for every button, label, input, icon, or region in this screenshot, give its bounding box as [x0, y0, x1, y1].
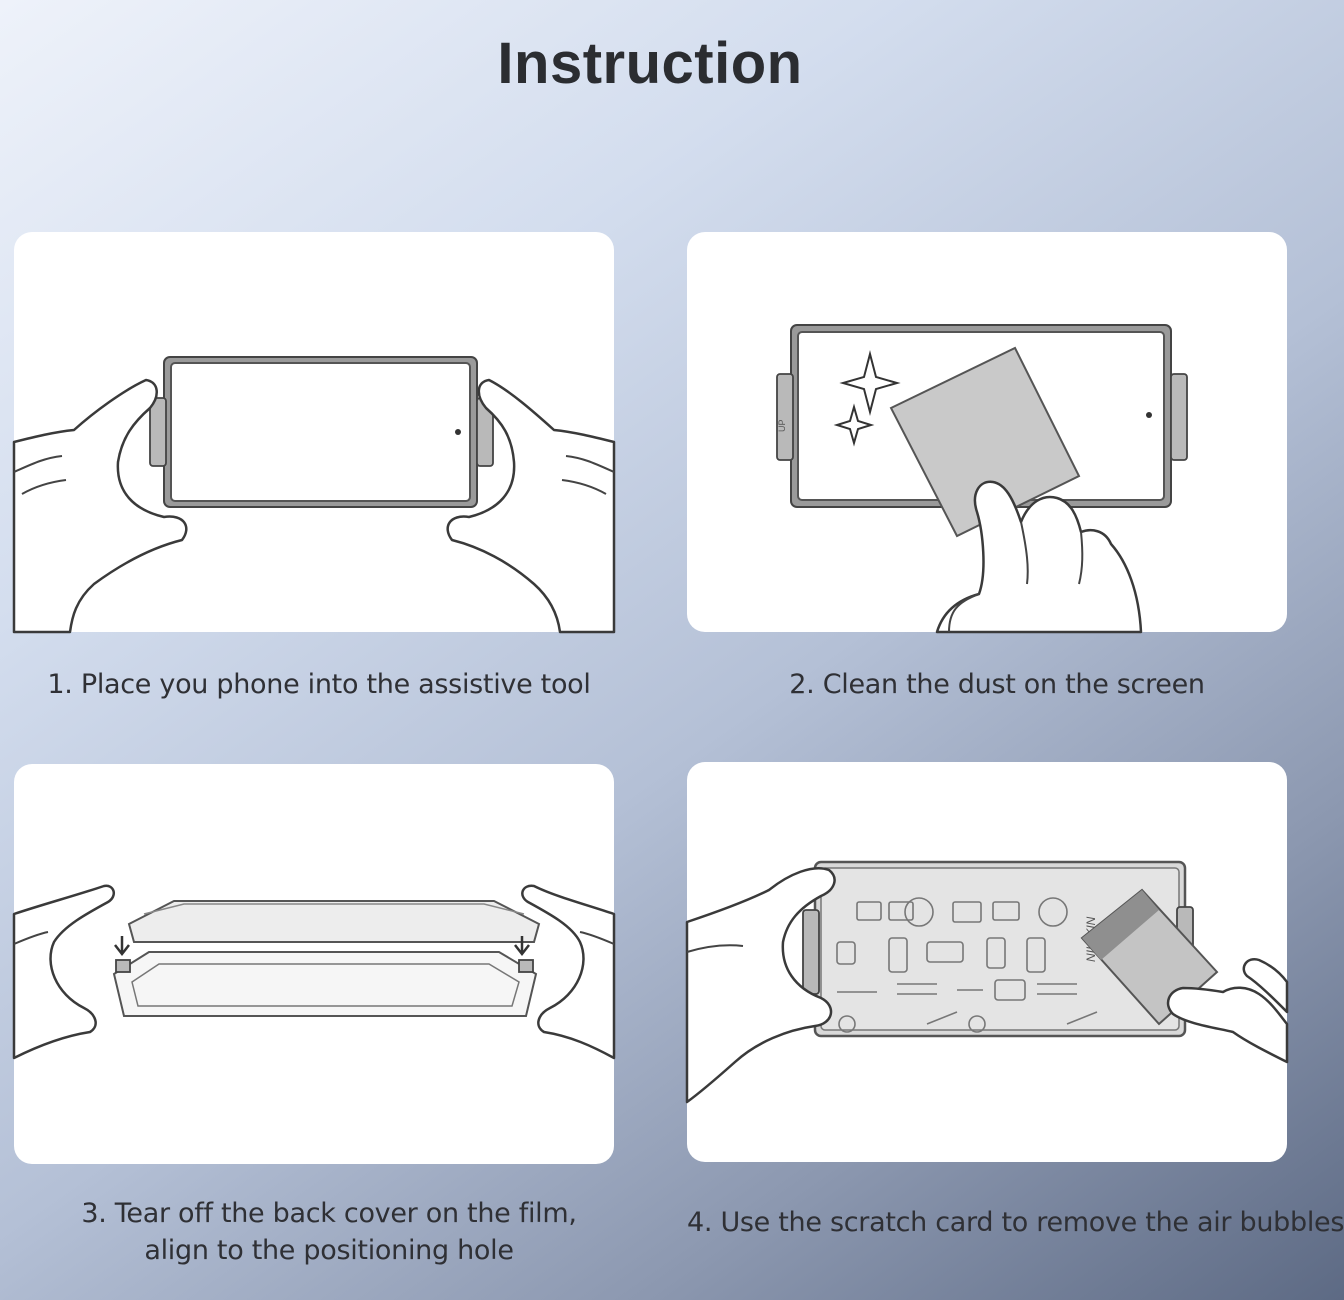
- step-2-drawing: UP: [776, 324, 1188, 634]
- step-3-caption-line-2: align to the positioning hole: [144, 1235, 514, 1266]
- step-1-caption-line: 1. Place you phone into the assistive to…: [47, 669, 591, 700]
- step-3-caption: 3. Tear off the back cover on the film, …: [14, 1195, 644, 1269]
- step-4-illustration: NILLKIN: [685, 762, 1289, 1162]
- step-1-drawing: [12, 356, 616, 634]
- step-1-caption: 1. Place you phone into the assistive to…: [14, 666, 624, 703]
- step-3-drawing: [12, 884, 616, 1060]
- step-2-caption-line: 2. Clean the dust on the screen: [789, 669, 1205, 700]
- step-1-illustration: [12, 232, 616, 634]
- step-3-caption-line-1: 3. Tear off the back cover on the film,: [81, 1198, 577, 1229]
- step-3-illustration: [12, 764, 616, 1164]
- tool-up-label: UP: [777, 419, 787, 432]
- page-title: Instruction: [497, 31, 803, 96]
- step-4-caption-line: 4. Use the scratch card to remove the ai…: [687, 1207, 1344, 1238]
- step-4-drawing: NILLKIN: [685, 860, 1289, 1104]
- step-4-caption: 4. Use the scratch card to remove the ai…: [687, 1204, 1344, 1241]
- step-2-caption: 2. Clean the dust on the screen: [687, 666, 1307, 703]
- step-2-illustration: UP: [687, 232, 1287, 634]
